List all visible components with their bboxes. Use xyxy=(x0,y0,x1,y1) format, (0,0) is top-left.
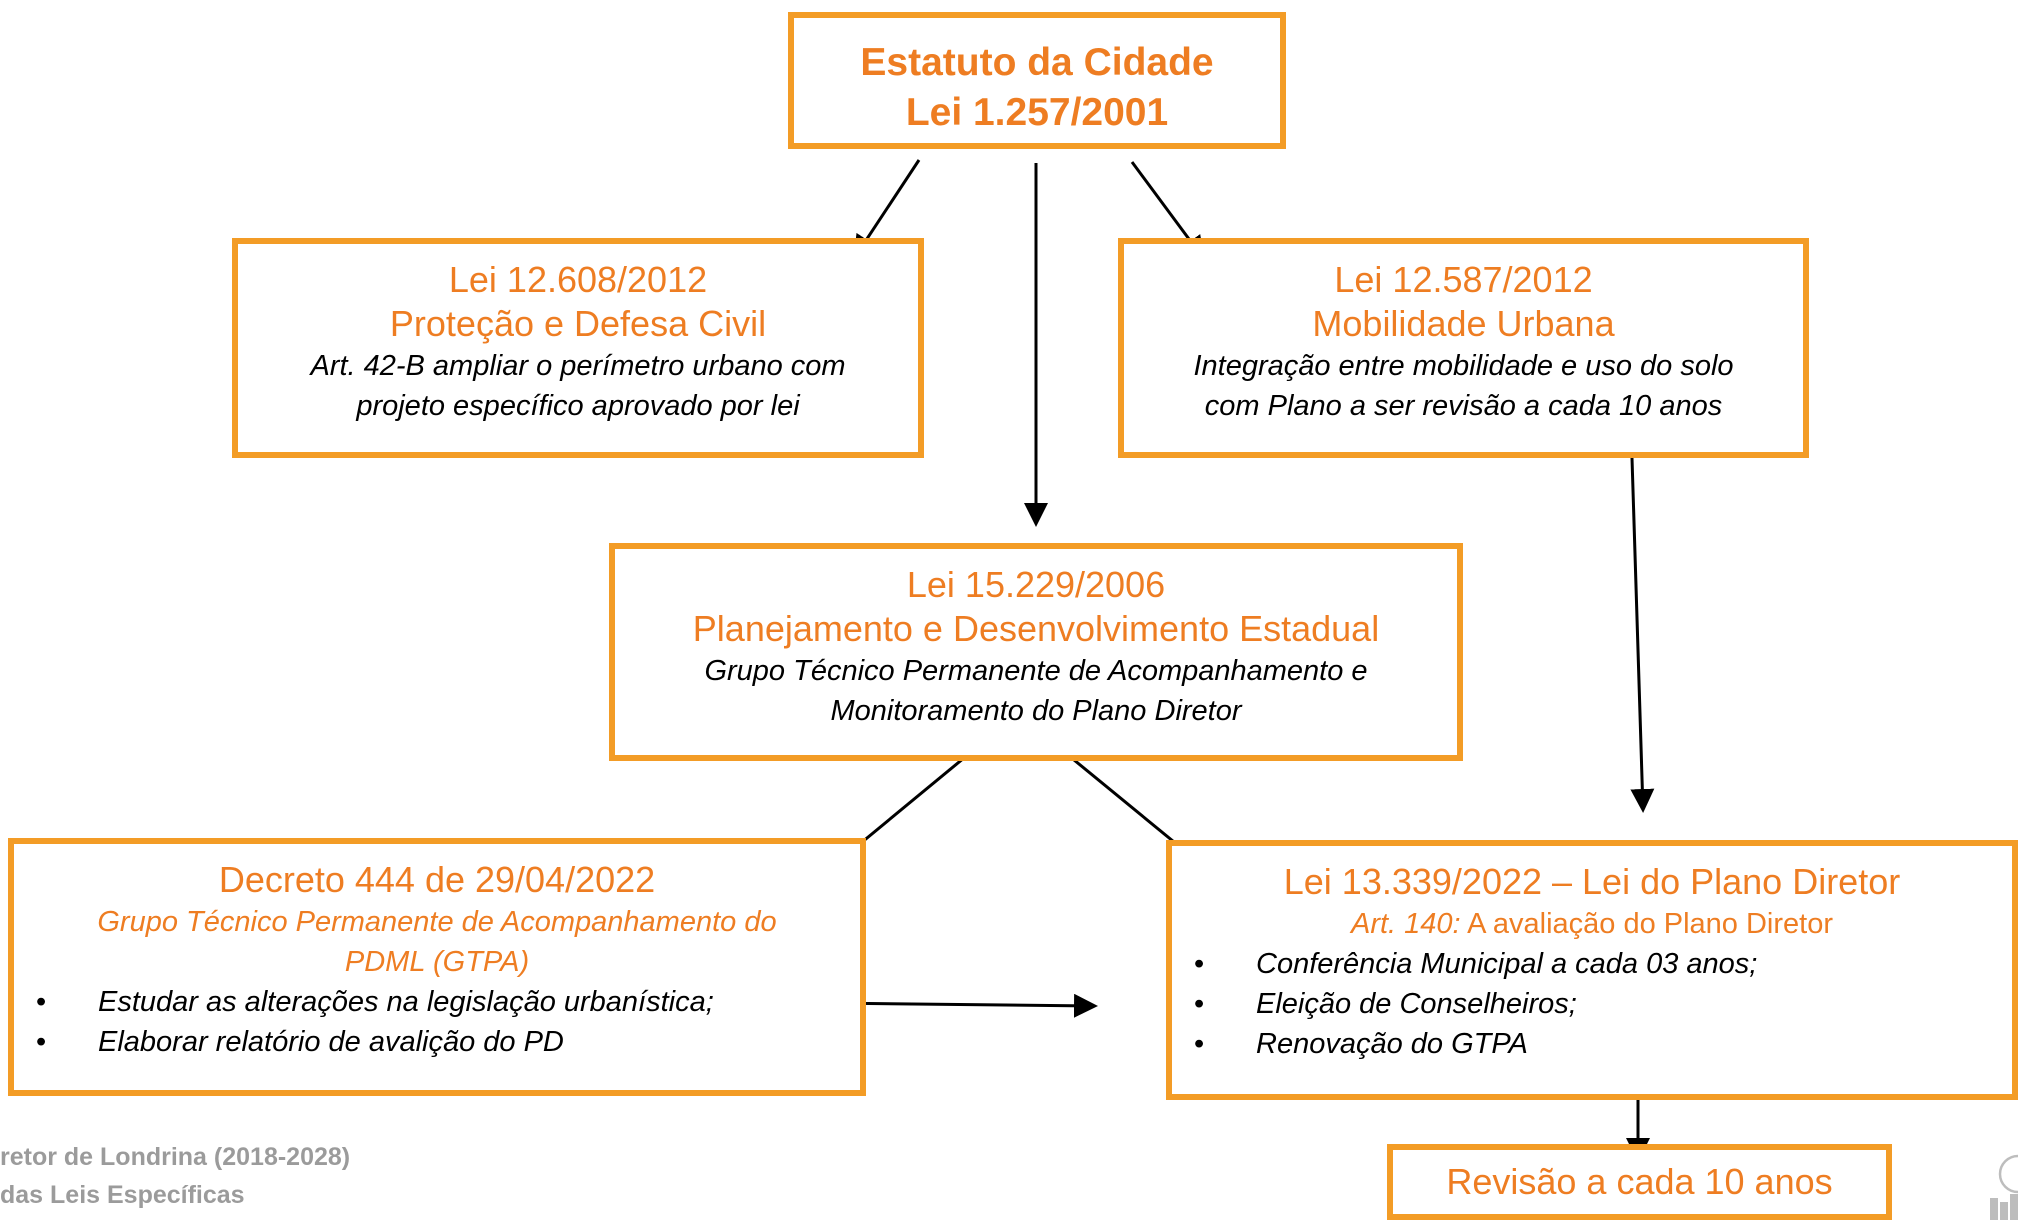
bullet-symbol: • xyxy=(36,986,47,1018)
estadual-subject: Planejamento e Desenvolvimento Estadual xyxy=(692,608,1380,649)
defesa-note-line1: Art. 42-B ampliar o perímetro urbano com xyxy=(310,350,846,382)
plano-article-ref: Art. 140: xyxy=(1350,908,1461,940)
list-item: • Elaborar relatório de avalição do PD xyxy=(14,1022,860,1062)
plano-bullet-text: Eleição de Conselheiros; xyxy=(1256,988,1577,1020)
bullet-symbol: • xyxy=(1194,948,1205,980)
mobilidade-note-line2: com Plano a ser revisão a cada 10 anos xyxy=(1204,390,1723,422)
defesa-law: Lei 12.608/2012 xyxy=(448,259,708,300)
node-lei-12587: Lei 12.587/2012 Mobilidade Urbana Integr… xyxy=(1118,238,1809,458)
estatuto-law: Lei 1.257/2001 xyxy=(905,91,1169,134)
estatuto-title: Estatuto da Cidade xyxy=(860,41,1214,84)
decreto-bullet-text: Estudar as alterações na legislação urba… xyxy=(98,986,714,1018)
decreto-law: Decreto 444 de 29/04/2022 xyxy=(218,859,656,900)
city-logo-icon xyxy=(1984,1152,2018,1220)
mobilidade-subject: Mobilidade Urbana xyxy=(1312,303,1615,344)
node-lei-13339-plano-diretor: Lei 13.339/2022 – Lei do Plano Diretor A… xyxy=(1166,840,2018,1100)
bullet-symbol: • xyxy=(1194,1028,1205,1060)
plano-law: Lei 13.339/2022 – Lei do Plano Diretor xyxy=(1283,861,1901,902)
plano-bullet-text: Conferência Municipal a cada 03 anos; xyxy=(1256,948,1758,980)
arrow-mobilidade-to-plano xyxy=(1630,457,1655,813)
plano-bullet-text: Renovação do GTPA xyxy=(1256,1028,1528,1060)
plano-bullet-list: • Conferência Municipal a cada 03 anos; … xyxy=(1172,944,2012,1064)
node-revisao-10-anos: Revisão a cada 10 anos xyxy=(1387,1144,1892,1220)
estadual-note-line2: Monitoramento do Plano Diretor xyxy=(830,695,1242,727)
decreto-subject-line2: PDML (GTPA) xyxy=(344,946,530,978)
node-lei-12608: Lei 12.608/2012 Proteção e Defesa Civil … xyxy=(232,238,924,458)
list-item: • Estudar as alterações na legislação ur… xyxy=(14,982,860,1022)
mobilidade-note-line1: Integração entre mobilidade e uso do sol… xyxy=(1193,350,1734,382)
defesa-subject: Proteção e Defesa Civil xyxy=(389,303,767,344)
node-decreto-444: Decreto 444 de 29/04/2022 Grupo Técnico … xyxy=(8,838,866,1096)
plano-article-text: A avaliação do Plano Diretor xyxy=(1460,908,1834,940)
revisao-label: Revisão a cada 10 anos xyxy=(1446,1161,1833,1202)
decreto-bullet-text: Elaborar relatório de avalição do PD xyxy=(98,1026,564,1058)
decreto-bullet-list: • Estudar as alterações na legislação ur… xyxy=(14,982,860,1062)
estadual-law: Lei 15.229/2006 xyxy=(906,564,1166,605)
estadual-note-line1: Grupo Técnico Permanente de Acompanhamen… xyxy=(704,655,1368,687)
node-lei-15229: Lei 15.229/2006 Planejamento e Desenvolv… xyxy=(609,543,1463,761)
node-estatuto-da-cidade: Estatuto da Cidade Lei 1.257/2001 xyxy=(788,12,1286,149)
footer-line2: das Leis Específicas xyxy=(0,1181,245,1209)
bullet-symbol: • xyxy=(1194,988,1205,1020)
mobilidade-law: Lei 12.587/2012 xyxy=(1334,259,1593,300)
plano-article: Art. 140: A avaliação do Plano Diretor xyxy=(1172,904,2012,944)
decreto-subject-line1: Grupo Técnico Permanente de Acompanhamen… xyxy=(97,906,777,938)
list-item: • Renovação do GTPA xyxy=(1172,1024,2012,1064)
defesa-note-line2: projeto específico aprovado por lei xyxy=(356,390,800,422)
list-item: • Eleição de Conselheiros; xyxy=(1172,984,2012,1024)
bullet-symbol: • xyxy=(36,1026,47,1058)
arrow-decreto-to-plano xyxy=(824,993,1098,1018)
list-item: • Conferência Municipal a cada 03 anos; xyxy=(1172,944,2012,984)
footer-line1: retor de Londrina (2018-2028) xyxy=(0,1143,351,1171)
